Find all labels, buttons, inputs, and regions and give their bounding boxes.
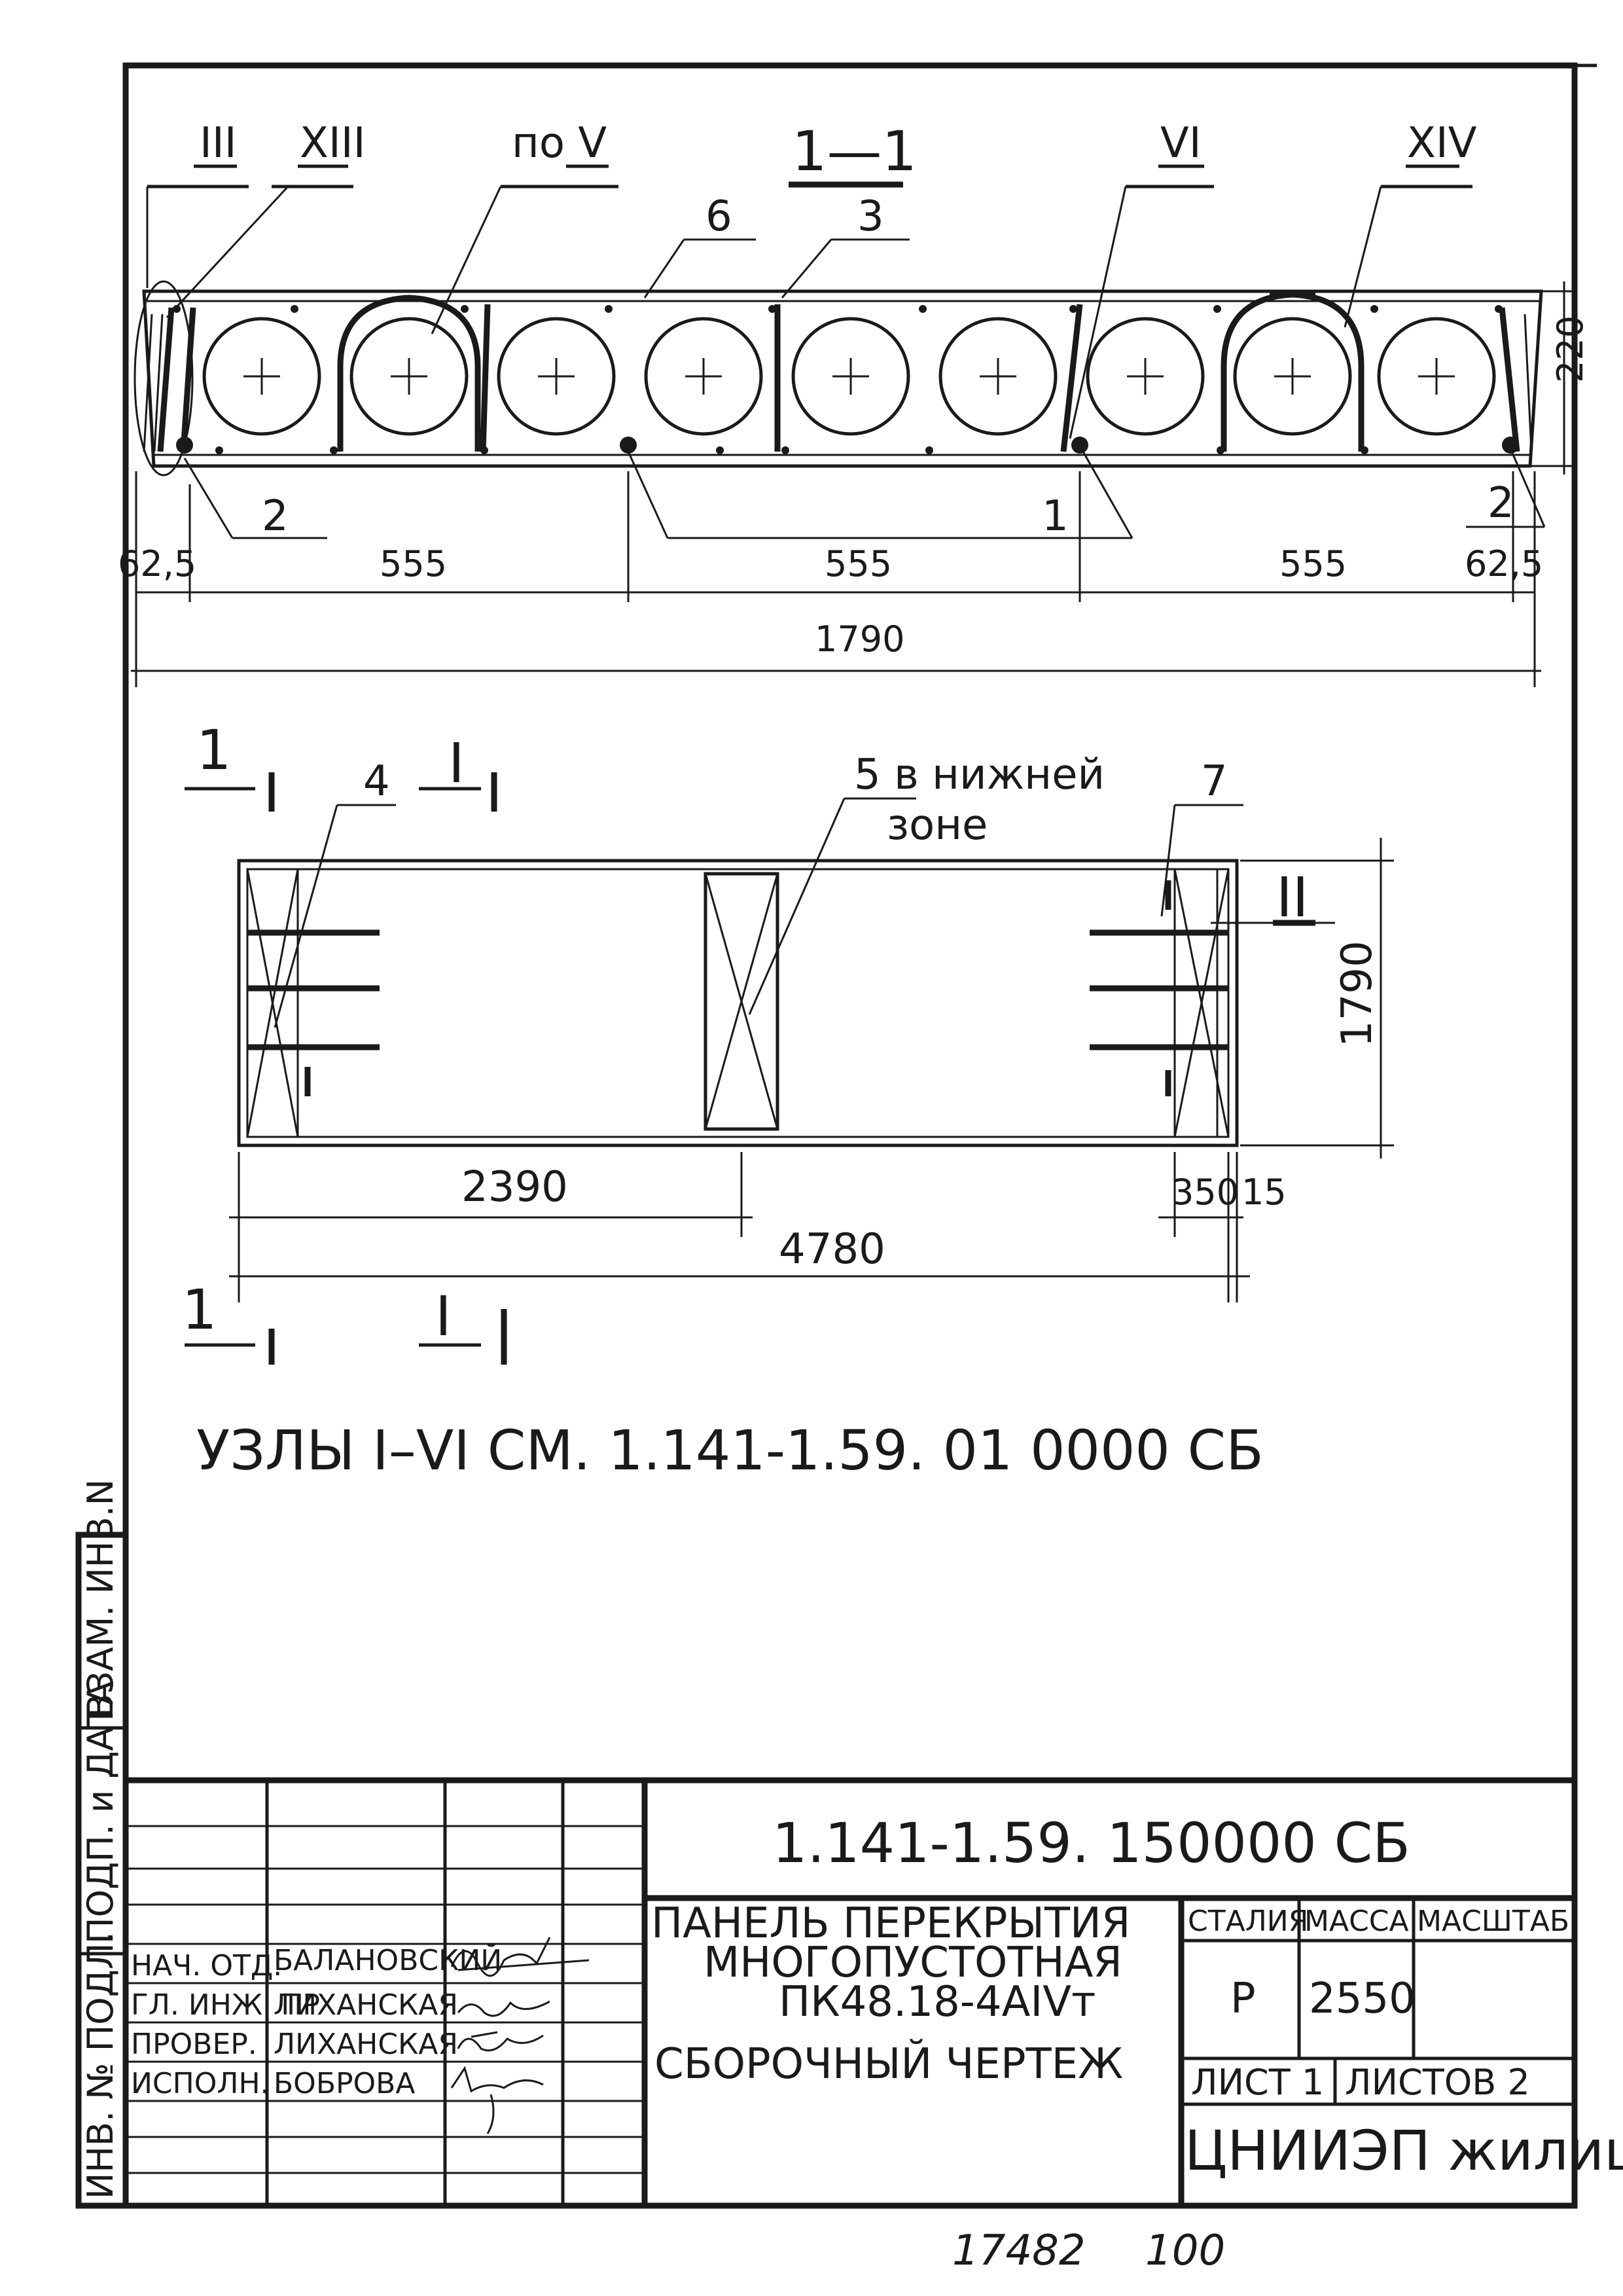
name-bobrova: БОБРОВА: [274, 2067, 415, 2100]
role-ispoln: ИСПОЛН.: [131, 2067, 270, 2100]
signature: [450, 1937, 590, 1977]
dim-4780: 4780: [779, 1225, 885, 1274]
role-prover: ПРОВЕР.: [131, 2028, 257, 2061]
plan-view: 1 I 4 5 в нижней зоне 7: [182, 718, 1394, 1365]
side-stamp-inv-podl: ИНВ. № ПОДЛ.: [80, 1931, 121, 2199]
mass-value: 2550: [1309, 1975, 1416, 2023]
callout-2-right: 2: [1488, 479, 1514, 528]
subtitle: СБОРОЧНЫЙ ЧЕРТЕЖ: [654, 2039, 1123, 2089]
section-view: III XIII по V 1—1 VI XIV 6 3: [118, 119, 1591, 687]
stage-value: Р: [1230, 1975, 1256, 2023]
organization: ЦНИИЭП жилищ: [1185, 2119, 1623, 2183]
sheet-number: ЛИСТ 1: [1191, 2062, 1324, 2103]
node-label-xiii: XIII: [300, 119, 365, 168]
side-stamp-podp-data: ПОДП. и ДАТА: [80, 1681, 121, 1944]
hollow-core: [938, 317, 1058, 436]
dim-2390: 2390: [461, 1163, 568, 1211]
section-label: 1—1: [792, 119, 917, 183]
dim-62-5-right: 62,5: [1465, 543, 1543, 584]
hollow-core: [1233, 317, 1352, 436]
role-nach-otd: НАЧ. ОТД.: [131, 1949, 282, 1982]
callout-1: 1: [1042, 492, 1069, 541]
hollow-core: [1377, 317, 1496, 436]
cut-mark-i-top: I: [448, 731, 465, 795]
title-line-3: ПК48.18-4АIVт: [779, 1978, 1096, 2026]
dim-555-b: 555: [825, 543, 892, 584]
panel-plan-outline: [237, 859, 1239, 1147]
callout-5-line1: 5 в нижней: [854, 751, 1105, 799]
node-label-iii: III: [200, 119, 237, 168]
hollow-core: [1086, 317, 1205, 436]
node-label-po-v: по V: [512, 119, 607, 168]
title-line-1: ПАНЕЛЬ ПЕРЕКРЫТИЯ: [651, 1899, 1130, 1948]
height-dim-220: 220: [1550, 315, 1591, 383]
hollow-core: [791, 317, 910, 436]
dim-555-c: 555: [1279, 543, 1347, 584]
hollow-core: [202, 317, 321, 436]
sheets-total: ЛИСТОВ 2: [1345, 2062, 1530, 2103]
signature: [457, 2031, 544, 2052]
signature: [450, 2066, 544, 2134]
name-likhanskaya-2: ЛИХАНСКАЯ: [274, 2028, 458, 2061]
node-label-vi: VI: [1160, 119, 1202, 168]
callout-2-left: 2: [262, 492, 289, 541]
hollow-core: [644, 317, 763, 436]
signature: [457, 2000, 550, 2017]
hollow-core: [349, 317, 469, 436]
name-likhanskaya-1: ЛИХАНСКАЯ: [274, 1988, 458, 2022]
stage-header: СТАЛИЯ: [1188, 1905, 1308, 1938]
dim-350: 350: [1171, 1172, 1239, 1213]
document-code: 1.141-1.59. 150000 СБ: [772, 1811, 1410, 1875]
mass-header: МАССА: [1304, 1905, 1409, 1938]
page-number: 100: [1145, 2227, 1225, 2275]
dim-555-a: 555: [380, 543, 447, 584]
total-width-dim: 1790: [815, 619, 904, 660]
hollow-core: [497, 317, 616, 436]
dim-62-5-left: 62,5: [118, 543, 196, 584]
archive-number: 17482: [952, 2227, 1086, 2275]
cut-mark-1-bottom: 1: [182, 1278, 217, 1342]
callout-6: 6: [705, 192, 732, 241]
hollow-cores: [202, 317, 1496, 436]
node-label-xiv: XIV: [1407, 119, 1477, 168]
callout-5-line2: зоне: [887, 801, 988, 850]
callout-3: 3: [857, 192, 884, 241]
end-detail-ellipse: [134, 280, 194, 476]
cut-mark-i-bottom: I: [435, 1284, 452, 1348]
reinforcement: [157, 291, 1520, 452]
side-stamp-frame: [75, 1532, 129, 2209]
cut-mark-1-top: 1: [196, 718, 231, 782]
cut-mark-ii: II: [1276, 865, 1309, 929]
callout-4: 4: [363, 757, 390, 806]
plan-width-dim: 1790: [1333, 941, 1382, 1047]
center-insert: [704, 872, 779, 1131]
title-line-2: МНОГОПУСТОТНАЯ: [704, 1939, 1122, 1987]
title-block: НАЧ. ОТД. БАЛАНОВСКИЙ ГЛ. ИНЖ. ПР ЛИХАНС…: [126, 1777, 1623, 2206]
side-stamp: ВЗАМ. ИНВ.N ПОДП. и ДАТА ИНВ. № ПОДЛ.: [79, 1479, 126, 2199]
name-balanovsky: БАЛАНОВСКИЙ: [274, 1943, 502, 1977]
scale-header: МАСШТАБ: [1417, 1905, 1569, 1938]
role-gl-inzh: ГЛ. ИНЖ. ПР: [131, 1988, 320, 2022]
dim-15: 15: [1241, 1172, 1287, 1213]
rebar-dots: [173, 305, 1519, 454]
side-stamp-vzam-inv: ВЗАМ. ИНВ.N: [80, 1479, 121, 1718]
nodes-reference-note: УЗЛЫ I–VI СМ. 1.141-1.59. 01 0000 СБ: [196, 1418, 1264, 1482]
callout-7: 7: [1201, 757, 1228, 806]
